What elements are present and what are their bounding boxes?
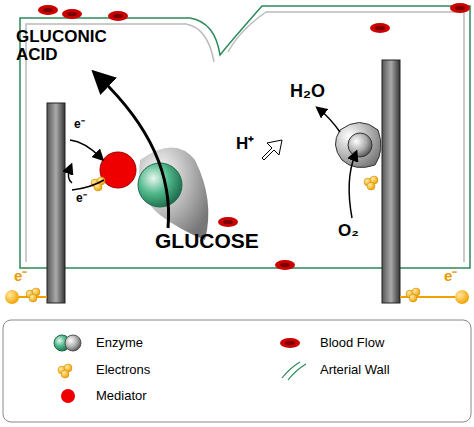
electron-label: e⁻ <box>74 118 85 131</box>
legend-text: Enzyme <box>96 335 143 350</box>
legend-text: Mediator <box>96 388 147 403</box>
legend-text: Blood Flow <box>320 335 384 350</box>
proton-label: H⁺ <box>236 135 254 153</box>
electron-label: e⁻ <box>14 268 27 284</box>
product-label: H₂O <box>290 82 325 101</box>
electron-label: e⁻ <box>444 268 457 284</box>
reactant-label: O₂ <box>338 222 359 240</box>
legend-text: Arterial Wall <box>320 362 390 377</box>
substrate-label: GLUCOSE <box>155 230 259 252</box>
product-label: GLUCONIC ACID <box>16 28 116 64</box>
legend-text: Electrons <box>96 362 150 377</box>
electron-label: e⁻ <box>76 192 87 205</box>
